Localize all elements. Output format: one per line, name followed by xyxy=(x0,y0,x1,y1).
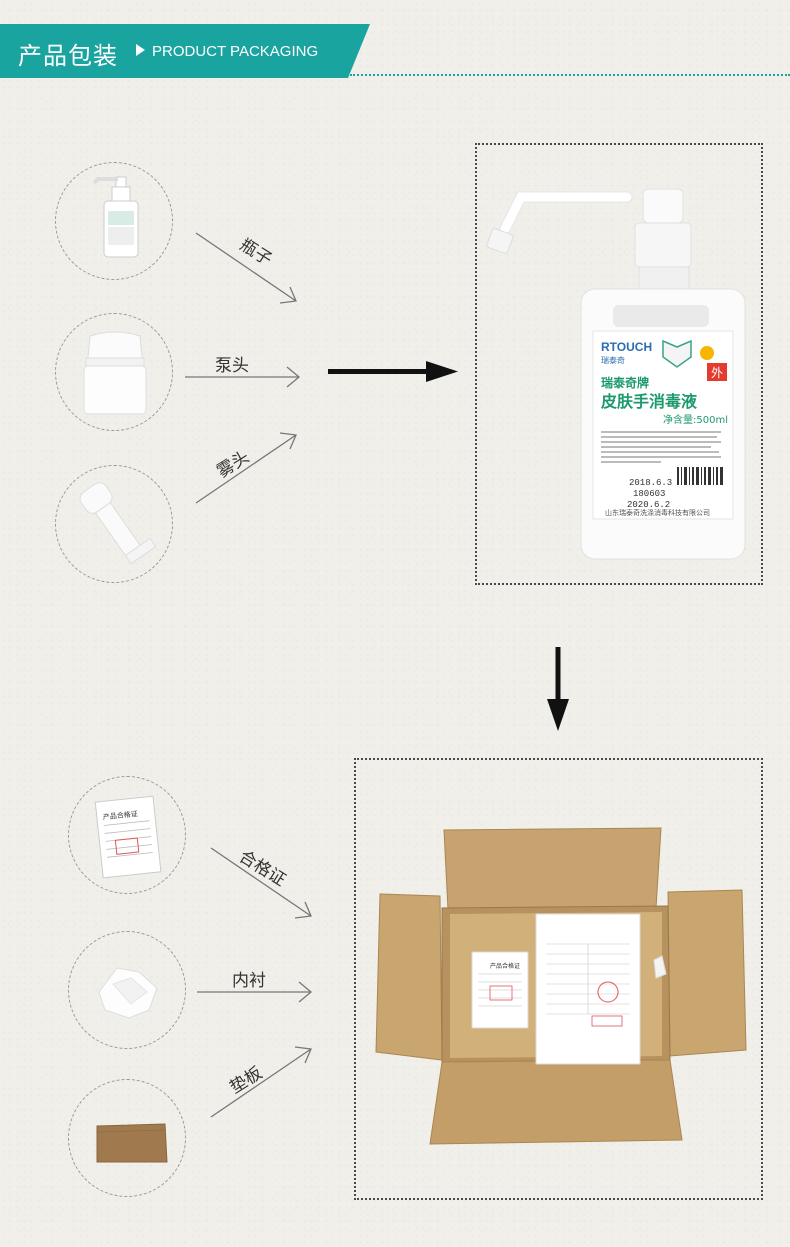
production-date: 2018.6.3 xyxy=(629,478,672,488)
barcode xyxy=(675,465,725,487)
product-brand-cn: 瑞泰奇 xyxy=(601,355,625,365)
assembled-bottle-frame: RTOUCH 瑞泰奇 外 瑞泰奇牌 皮肤手消毒液 净含量:500ml xyxy=(475,143,763,585)
arrow-pad-board xyxy=(210,1046,312,1118)
outer-use-mark: 外 xyxy=(711,366,723,380)
product-name-line2: 皮肤手消毒液 xyxy=(600,392,698,411)
batch-number: 180603 xyxy=(633,489,665,499)
lining-icon xyxy=(98,967,158,1019)
lining-circle xyxy=(68,931,186,1049)
disinfectant-bottle-image: RTOUCH 瑞泰奇 外 瑞泰奇牌 皮肤手消毒液 净含量:500ml xyxy=(486,188,746,560)
arrow-lining xyxy=(197,981,313,1003)
header-band xyxy=(0,24,370,78)
nozzle-circle xyxy=(55,465,173,583)
certificate-icon: 产品合格证 xyxy=(94,795,162,879)
bottle-icon xyxy=(92,176,139,258)
section-header: 产品包装 PRODUCT PACKAGING xyxy=(0,24,790,78)
manufacturer: 山东瑞泰奇洗涤消毒科技有限公司 xyxy=(605,508,710,517)
header-subtitle: PRODUCT PACKAGING xyxy=(152,43,319,60)
arrow-pump-head xyxy=(185,366,301,388)
packed-box-frame: 产品合格证 xyxy=(354,758,763,1200)
expiry-date: 2020.6.2 xyxy=(627,500,670,510)
cardboard-box-image: 产品合格证 xyxy=(375,827,747,1145)
lining-label: 内衬 xyxy=(232,971,266,991)
certificate-circle: 产品合格证 xyxy=(68,776,186,894)
header-divider xyxy=(350,74,790,76)
packing-arrow-down xyxy=(547,647,569,731)
product-net-content: 净含量:500ml xyxy=(663,413,728,426)
bottle-circle xyxy=(55,162,173,280)
packed-certificate-title: 产品合格证 xyxy=(490,962,520,970)
badge-icon xyxy=(700,346,714,360)
arrow-certificate xyxy=(210,847,312,919)
shield-icon xyxy=(662,339,692,368)
pad-board-icon xyxy=(96,1123,168,1163)
label-fine-print xyxy=(601,431,721,463)
arrow-bottle xyxy=(195,232,297,304)
header-title: 产品包装 xyxy=(18,42,118,70)
triangle-right-icon xyxy=(136,44,145,56)
arrow-nozzle xyxy=(195,432,297,504)
pump-head-circle xyxy=(55,313,173,431)
pump-head-label: 泵头 xyxy=(215,356,249,376)
product-name-line1: 瑞泰奇牌 xyxy=(601,375,649,390)
pad-board-circle xyxy=(68,1079,186,1197)
assembly-arrow-right xyxy=(328,361,458,382)
certificate-title-small: 产品合格证 xyxy=(102,809,138,822)
nozzle-icon xyxy=(79,482,157,565)
product-brand: RTOUCH xyxy=(601,340,652,354)
pump-head-icon xyxy=(83,331,147,415)
